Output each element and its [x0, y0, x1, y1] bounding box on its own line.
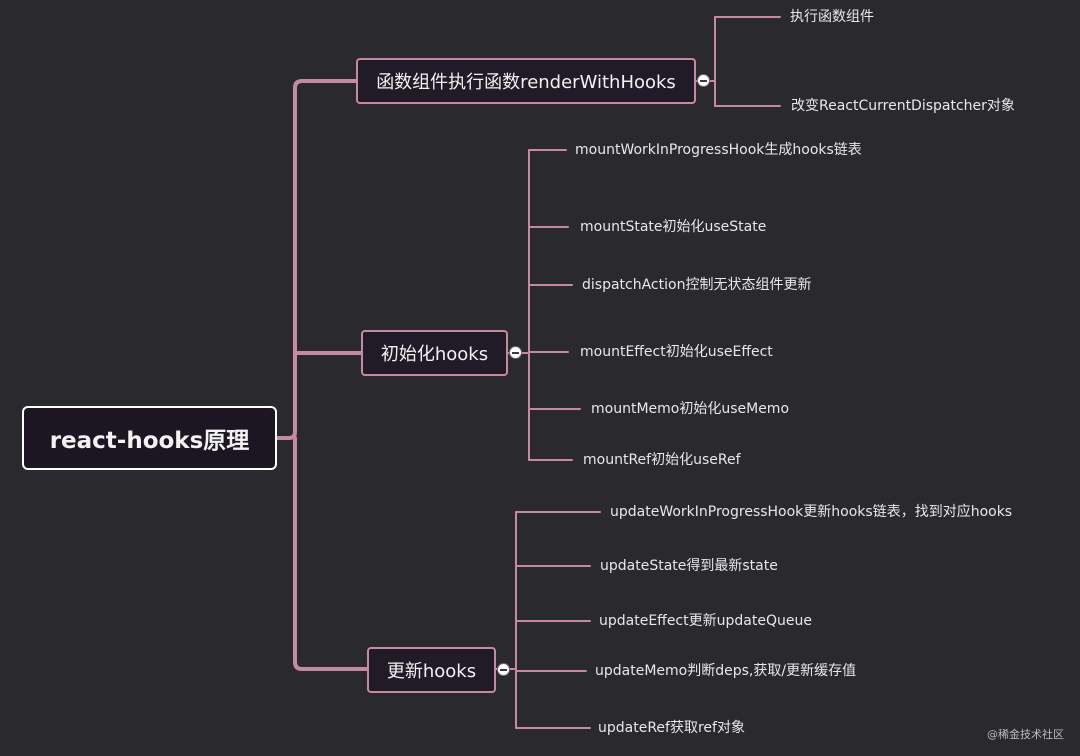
branch-node-label: 初始化hooks: [380, 344, 489, 365]
collapse-icon[interactable]: [697, 74, 710, 87]
trunk-link-top: [275, 79, 358, 440]
branch-node-render-with-hooks[interactable]: 函数组件执行函数renderWithHooks: [356, 58, 696, 104]
branch-node-update-hooks[interactable]: 更新hooks: [367, 647, 496, 693]
leaf-node[interactable]: updateMemo判断deps,获取/更新缓存值: [595, 663, 857, 679]
leaf-node[interactable]: dispatchAction控制无状态组件更新: [582, 277, 812, 293]
branch-node-label: 更新hooks: [386, 661, 477, 682]
leaf-node[interactable]: mountEffect初始化useEffect: [580, 344, 773, 360]
leaf-node[interactable]: mountMemo初始化useMemo: [591, 401, 790, 417]
leaf-node[interactable]: mountState初始化useState: [580, 219, 767, 235]
collapse-icon[interactable]: [509, 346, 522, 359]
leaf-node[interactable]: updateWorkInProgressHook更新hooks链表，找到对应ho…: [610, 504, 1013, 520]
trunk-link-bottom: [293, 436, 369, 671]
leaf-node[interactable]: 改变ReactCurrentDispatcher对象: [791, 98, 1015, 114]
root-node[interactable]: react-hooks原理: [22, 406, 277, 470]
leaf-node[interactable]: mountRef初始化useRef: [583, 452, 741, 468]
leaf-node[interactable]: updateState得到最新state: [600, 558, 778, 574]
leaf-node[interactable]: 执行函数组件: [790, 9, 874, 25]
leaf-node[interactable]: updateRef获取ref对象: [598, 720, 745, 736]
branch-node-label: 函数组件执行函数renderWithHooks: [376, 72, 676, 93]
root-node-label: react-hooks原理: [49, 428, 250, 454]
branch-node-mount-hooks[interactable]: 初始化hooks: [361, 330, 508, 376]
watermark: @稀金技术社区: [987, 728, 1064, 741]
leaf-node[interactable]: mountWorkInProgressHook生成hooks链表: [575, 142, 862, 158]
leaf-node[interactable]: updateEffect更新updateQueue: [599, 613, 812, 629]
collapse-icon[interactable]: [497, 663, 510, 676]
